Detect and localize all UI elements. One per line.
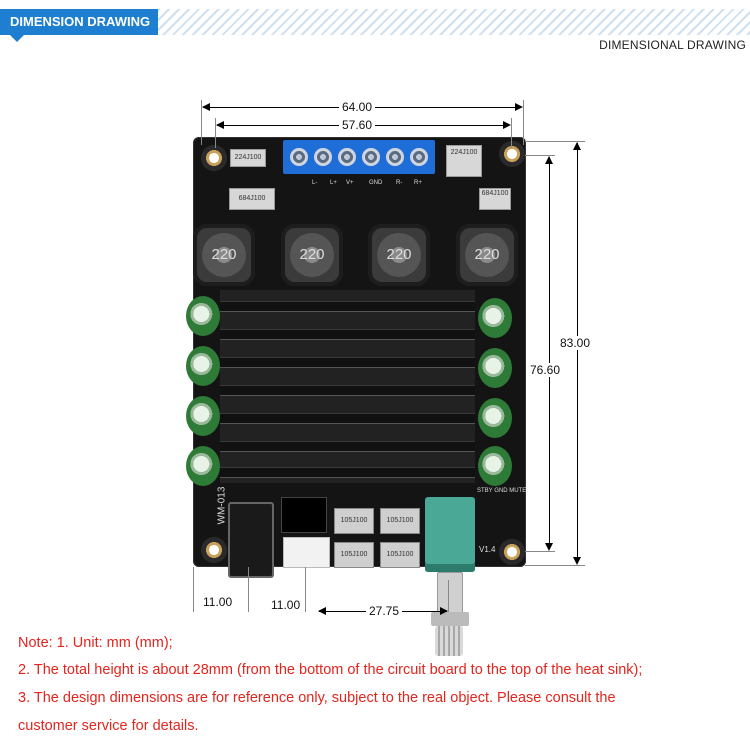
- heat-sink-fin: [220, 414, 475, 423]
- extension-line: [525, 565, 585, 566]
- extension-line: [305, 567, 306, 612]
- note-unit: Note: 1. Unit: mm (mm);: [18, 635, 173, 651]
- drawing-subtitle: DIMENSIONAL DRAWING: [599, 38, 746, 52]
- extension-line: [215, 118, 216, 148]
- electrolytic-capacitor: [478, 348, 512, 388]
- electrolytic-capacitor: [478, 398, 512, 438]
- extension-line: [201, 100, 202, 145]
- arrow-right-icon: [515, 103, 523, 111]
- terminal-label-r-plus: R+: [414, 180, 422, 186]
- inductor-1: 220: [193, 224, 255, 286]
- electrolytic-capacitor: [186, 446, 220, 486]
- extension-line: [525, 155, 555, 156]
- electrolytic-capacitor: [478, 298, 512, 338]
- arrow-right-icon: [503, 121, 511, 129]
- terminal-label-gnd: GND: [369, 180, 383, 186]
- film-capacitor: 105J100: [334, 508, 374, 534]
- arrow-right-icon: [440, 607, 448, 615]
- arrow-up-icon: [545, 156, 553, 164]
- electrolytic-capacitor: [186, 296, 220, 336]
- heat-sink-fin: [220, 468, 475, 477]
- arrow-down-icon: [573, 557, 581, 565]
- dimension-hole-width: 57.60: [339, 118, 376, 132]
- terminal-label-v-plus: V+: [346, 180, 354, 186]
- extension-line: [248, 567, 249, 612]
- terminal-screw: [386, 148, 404, 166]
- inductor-2-value: 220: [290, 233, 334, 277]
- heat-sink-fin: [220, 386, 475, 395]
- mounting-hole-bottom-left: [201, 537, 227, 563]
- audio-input-jack: [228, 502, 274, 578]
- dimension-jack-to-header: 11.00: [268, 598, 304, 612]
- film-capacitor: 105J100: [334, 542, 374, 568]
- terminal-screw: [290, 148, 308, 166]
- control-pins-label: STBY GND MUTE: [477, 488, 527, 494]
- pin-header: [281, 497, 327, 533]
- terminal-screw: [362, 148, 380, 166]
- speaker-power-terminal-block: [283, 140, 435, 174]
- electrolytic-capacitor: [186, 346, 220, 386]
- arrow-left-icon: [318, 607, 326, 615]
- capacitor-684j100-right: 684J100: [479, 188, 511, 210]
- capacitor-224j100-right: 224J100: [446, 145, 482, 177]
- heat-sink-fin: [220, 302, 475, 311]
- dimension-line-hole-height: [549, 157, 550, 549]
- arrow-down-icon: [545, 543, 553, 551]
- electrolytic-capacitor: [478, 446, 512, 486]
- terminal-screw: [410, 148, 428, 166]
- header-banner: DIMENSION DRAWING: [0, 0, 750, 42]
- dimension-overall-width: 64.00: [339, 100, 376, 114]
- inductor-2: 220: [281, 224, 343, 286]
- banner-title: DIMENSION DRAWING: [0, 9, 158, 42]
- potentiometer-knurled-knob: [435, 626, 463, 656]
- board-version-label: V1.4: [479, 545, 496, 554]
- arrow-up-icon: [573, 142, 581, 150]
- heat-sink: [220, 290, 475, 483]
- terminal-label-l-minus: L-: [312, 180, 318, 186]
- capacitor-224j100-left: 224J100: [230, 149, 266, 167]
- dimension-hole-height: 76.60: [527, 363, 564, 377]
- board-model-label: WM-013: [216, 486, 228, 525]
- terminal-label-l-plus: L+: [330, 180, 337, 186]
- note-reference-cont: customer service for details.: [18, 718, 199, 734]
- banner-hatch-decoration: [158, 9, 750, 35]
- heat-sink-fin: [220, 358, 475, 367]
- film-capacitor: 105J100: [380, 542, 420, 568]
- extension-line: [511, 118, 512, 148]
- inductor-3: 220: [368, 224, 430, 286]
- inductor-4: 220: [456, 224, 518, 286]
- arrow-left-icon: [216, 121, 224, 129]
- extension-line: [525, 551, 555, 552]
- electrolytic-capacitor: [186, 396, 220, 436]
- capacitor-684j100-left: 684J100: [229, 188, 275, 210]
- heat-sink-fin: [220, 330, 475, 339]
- film-capacitor: 105J100: [380, 508, 420, 534]
- dimension-jack-offset: 11.00: [200, 595, 236, 609]
- terminal-screw: [314, 148, 332, 166]
- extension-line: [448, 580, 449, 612]
- note-total-height: 2. The total height is about 28mm (from …: [18, 662, 643, 678]
- terminal-screw: [338, 148, 356, 166]
- inductor-4-value: 220: [465, 233, 509, 277]
- dimension-overall-height: 83.00: [557, 336, 594, 350]
- mounting-hole-top-right: [499, 141, 525, 167]
- mounting-hole-top-left: [201, 145, 227, 171]
- extension-line: [525, 141, 585, 142]
- mounting-hole-bottom-right: [499, 539, 525, 565]
- extension-line: [193, 567, 194, 612]
- extension-line: [523, 100, 524, 145]
- volume-potentiometer: [425, 497, 475, 572]
- heat-sink-fin: [220, 442, 475, 451]
- xh-connector: [283, 537, 330, 568]
- dimension-line-overall-height: [577, 143, 578, 563]
- arrow-left-icon: [202, 103, 210, 111]
- note-reference: 3. The design dimensions are for referen…: [18, 690, 616, 706]
- dimension-header-to-pot: 27.75: [366, 604, 403, 618]
- terminal-label-r-minus: R-: [396, 180, 403, 186]
- potentiometer-nut: [431, 612, 469, 626]
- inductor-1-value: 220: [202, 233, 246, 277]
- inductor-3-value: 220: [377, 233, 421, 277]
